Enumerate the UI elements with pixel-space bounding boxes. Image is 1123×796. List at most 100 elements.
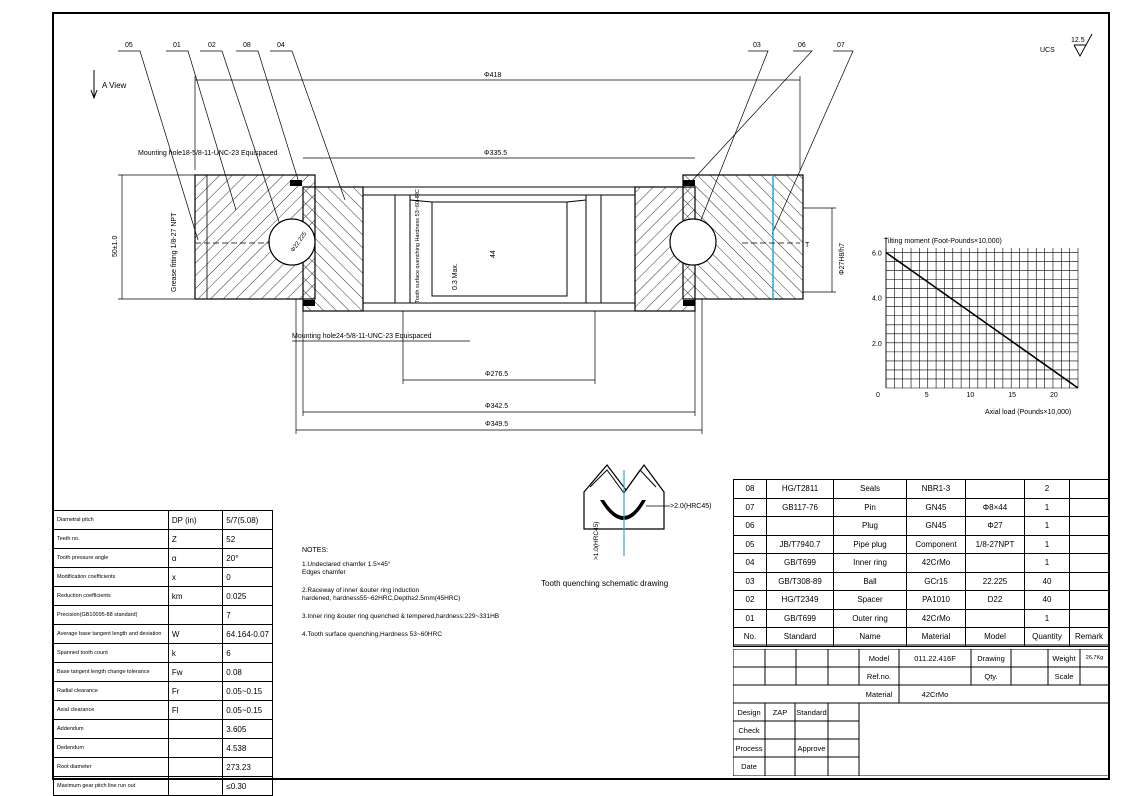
approve-label: Approve bbox=[797, 744, 826, 753]
chart-ytick: 0 bbox=[876, 392, 880, 399]
gear-table-cell: x bbox=[167, 567, 224, 587]
gear-table-cell: Maximum gear pitch line run out bbox=[53, 776, 169, 796]
note-1: 1.Undeclared chamfer 1.5×45° Edges chamf… bbox=[302, 561, 391, 576]
gear-table-cell bbox=[167, 605, 224, 625]
gear-table-cell: 6 bbox=[222, 643, 273, 663]
dim-outer-bolt: Φ349.5 bbox=[485, 421, 508, 428]
bom-cell: No. bbox=[733, 627, 767, 647]
standard-label: Standard bbox=[796, 708, 827, 717]
bom-cell: Plug bbox=[833, 516, 907, 536]
bom-cell: D22 bbox=[965, 590, 1025, 610]
gear-table-cell: Reduction coefficients bbox=[53, 586, 169, 606]
bom-cell: 1 bbox=[1024, 497, 1070, 517]
gear-table-cell: Fl bbox=[167, 700, 224, 720]
dim-pitch-diameter: Φ335.5 bbox=[484, 150, 507, 157]
bom-cell: Pin bbox=[833, 497, 907, 517]
gear-table-cell: 0.025 bbox=[222, 586, 273, 606]
gear-table-cell bbox=[167, 738, 224, 758]
bom-cell: 1/8-27NPT bbox=[965, 534, 1025, 554]
sheet-border bbox=[52, 12, 1110, 780]
bom-cell: Φ27 bbox=[965, 516, 1025, 536]
bom-cell bbox=[965, 608, 1025, 628]
title-block: Model 011.22.416F Drawing Weight 26.7Kg … bbox=[733, 649, 1109, 776]
chart-ytick: 2.0 bbox=[872, 341, 882, 348]
bom-cell: 04 bbox=[733, 553, 767, 573]
qty-label: Qty. bbox=[984, 672, 998, 681]
scale-label: Scale bbox=[1054, 672, 1074, 681]
weight-label: Weight bbox=[1052, 654, 1076, 663]
bom-cell: NBR1-3 bbox=[906, 479, 966, 499]
gear-table-cell: DP (in) bbox=[167, 510, 224, 530]
bom-cell: Standard bbox=[766, 627, 834, 647]
notes: NOTES: 1.Undeclared chamfer 1.5×45° Edge… bbox=[302, 547, 562, 649]
bom-cell bbox=[1069, 479, 1109, 499]
bom-cell bbox=[1069, 534, 1109, 554]
material-label: Material bbox=[865, 690, 893, 699]
bom-cell: 40 bbox=[1024, 590, 1070, 610]
gear-table-cell: ≤0.30 bbox=[222, 776, 273, 796]
bom-cell: 01 bbox=[733, 608, 767, 628]
bom-cell: GB/T699 bbox=[766, 553, 834, 573]
tooth-label-right: >2.0(HRC45) bbox=[670, 503, 711, 510]
bom-cell: GB/T699 bbox=[766, 608, 834, 628]
bom-cell: 06 bbox=[733, 516, 767, 536]
gear-table-row: Maximum gear pitch line run out ≤0.30 bbox=[53, 776, 273, 796]
gear-table-row: Precision(GB10095-88 standard) 7 bbox=[53, 605, 273, 625]
bom-cell bbox=[1069, 608, 1109, 628]
bom-cell: GN45 bbox=[906, 497, 966, 517]
mounting-top-label: Mounting hole18-5/8-11-UNC-23 Equispaced bbox=[138, 150, 278, 157]
gear-table-cell: 0.05~0.15 bbox=[222, 700, 273, 720]
leader-05: 05 bbox=[125, 42, 133, 49]
gear-table-cell: 64.164-0.07 bbox=[222, 624, 273, 644]
dim-t: T bbox=[805, 242, 810, 249]
bom-cell bbox=[965, 553, 1025, 573]
bom-cell: HG/T2811 bbox=[766, 479, 834, 499]
bom-cell bbox=[965, 479, 1025, 499]
dim-inner-bolt: Φ342.5 bbox=[485, 403, 508, 410]
bom-cell: 1 bbox=[1024, 534, 1070, 554]
mounting-bottom-label: Mounting hole24-5/8-11-UNC-23 Equispaced bbox=[292, 333, 432, 340]
gear-table-cell: 7 bbox=[222, 605, 273, 625]
notes-title: NOTES: bbox=[302, 547, 329, 554]
gear-table-cell bbox=[167, 757, 224, 777]
gear-table-cell: 273.23 bbox=[222, 757, 273, 777]
leader-06: 06 bbox=[798, 42, 806, 49]
ref-label: Ref.no. bbox=[866, 672, 892, 681]
bom-cell: GCr15 bbox=[906, 571, 966, 591]
bom-cell: 42CrMo bbox=[906, 553, 966, 573]
chart-ytick: 6.0 bbox=[872, 251, 882, 258]
bom-cell: 1 bbox=[1024, 553, 1070, 573]
bom-cell: Name bbox=[833, 627, 907, 647]
roughness-symbol-icon bbox=[1073, 33, 1093, 58]
gear-table-cell: Precision(GB10095-88 standard) bbox=[53, 605, 169, 625]
leader-03: 03 bbox=[753, 42, 761, 49]
dim-max: 0.3 Max. bbox=[452, 263, 459, 290]
gear-table-cell: 5/7(5.08) bbox=[222, 510, 273, 530]
gear-table-cell: Base tangent length change tolerance bbox=[53, 662, 169, 682]
design-label: Design bbox=[737, 708, 761, 717]
bom-cell: Quantity bbox=[1024, 627, 1070, 647]
gear-table-cell: Root diameter bbox=[53, 757, 169, 777]
bom-cell: 1 bbox=[1024, 516, 1070, 536]
gear-section bbox=[362, 186, 636, 312]
bom-cell: 42CrMo bbox=[906, 608, 966, 628]
bom-cell: 40 bbox=[1024, 571, 1070, 591]
design-value: ZAP bbox=[772, 708, 788, 717]
tooth-caption: Tooth quenching schematic drawing bbox=[541, 579, 668, 588]
leader-04: 04 bbox=[277, 42, 285, 49]
leader-01: 01 bbox=[173, 42, 181, 49]
bom-cell: HG/T2349 bbox=[766, 590, 834, 610]
chart-ylabel: Tilting moment (Foot-Pounds×10,000) bbox=[884, 238, 1002, 245]
ucs-label: UCS bbox=[1040, 47, 1055, 54]
gear-table-cell: 0.08 bbox=[222, 662, 273, 682]
